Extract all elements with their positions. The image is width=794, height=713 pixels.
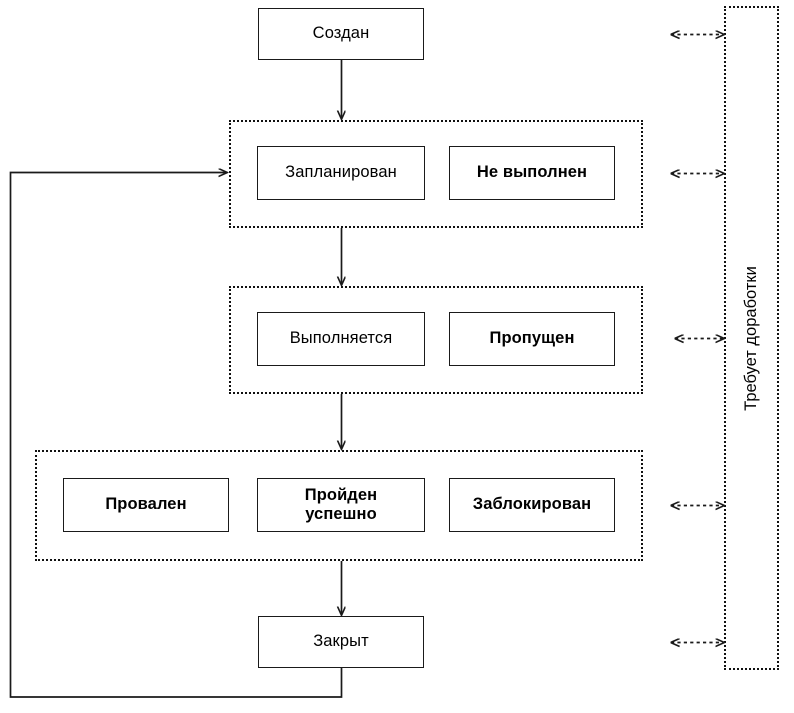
state-node-closed[interactable]: Закрыт: [258, 616, 424, 668]
state-node-running[interactable]: Выполняется: [257, 312, 425, 366]
state-node-failed[interactable]: Провален: [63, 478, 229, 532]
state-node-created[interactable]: Создан: [258, 8, 424, 60]
state-node-blocked[interactable]: Заблокирован: [449, 478, 615, 532]
state-node-planned[interactable]: Запланирован: [257, 146, 425, 200]
state-node-skipped[interactable]: Пропущен: [449, 312, 615, 366]
rework-panel-label: Требует доработки: [742, 265, 761, 411]
state-node-notdone[interactable]: Не выполнен: [449, 146, 615, 200]
rework-panel: Требует доработки: [724, 6, 779, 670]
